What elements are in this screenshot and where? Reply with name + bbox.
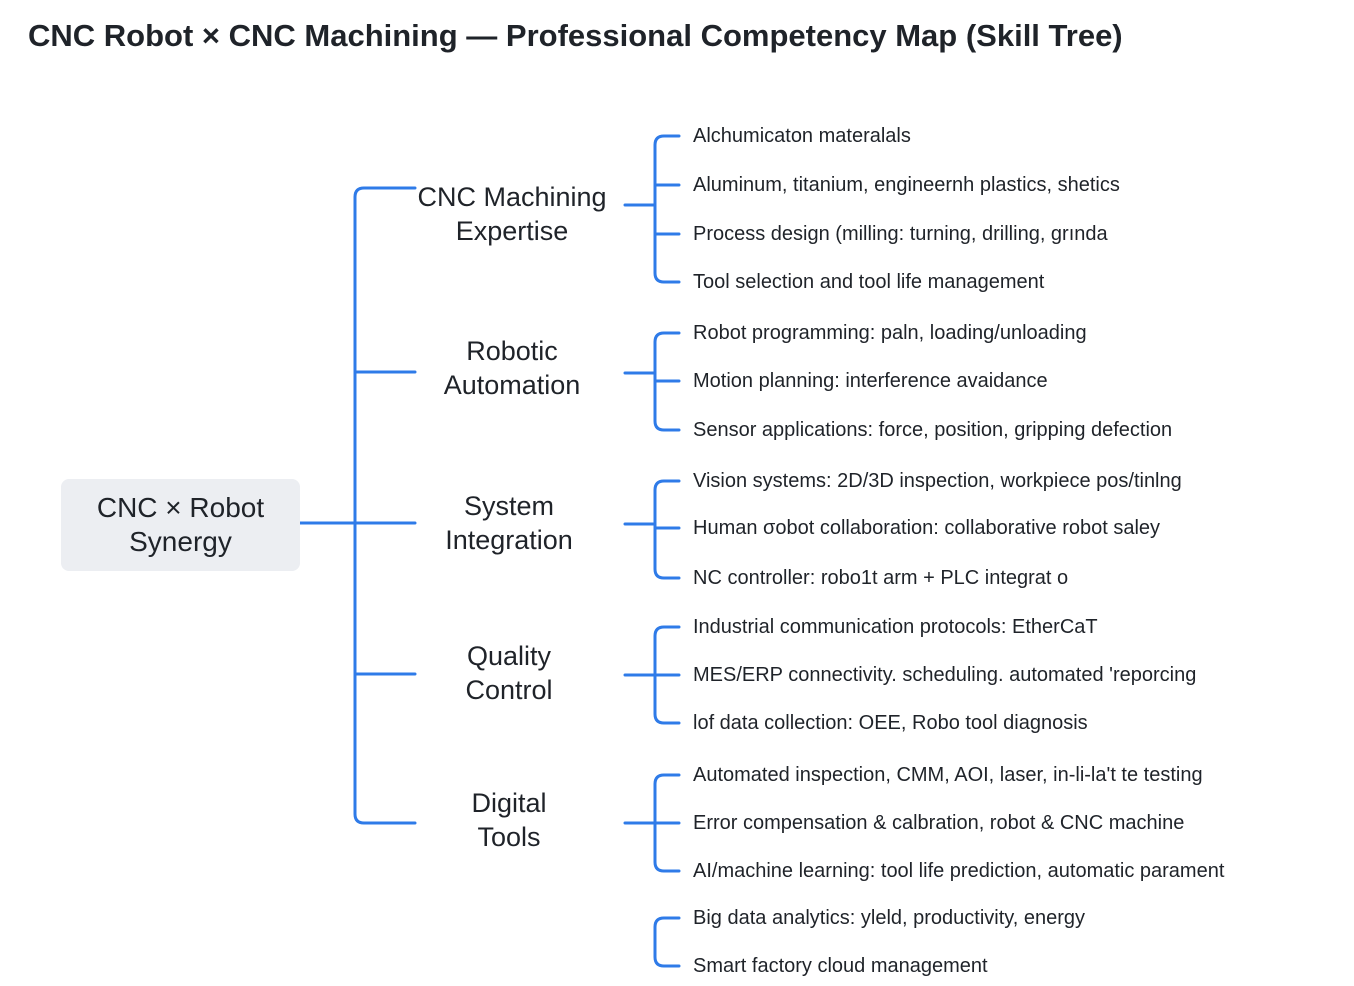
leaf-item: Aluminum, titanium, engineernh plastics,… <box>693 174 1120 196</box>
leaf-item: MES/ERP connectivity. scheduling. automa… <box>693 664 1197 686</box>
branch-label-line2: Automation <box>443 370 581 400</box>
branch-label-line1: CNC Machining <box>417 182 607 212</box>
branch-quality-control: Quality Control <box>394 639 624 707</box>
branch-label-line2: Expertise <box>455 216 569 246</box>
leaf-item: Vision systems: 2D/3D inspection, workpi… <box>693 470 1182 492</box>
branch-label-line1: Digital <box>471 788 547 818</box>
root-label-line1: CNC × Robot <box>96 492 265 523</box>
leaf-item: Process design (milling: turning, drilli… <box>693 223 1108 245</box>
branch-label-line1: Quality <box>466 641 552 671</box>
leaf-item: AI/machine learning: tool life predictio… <box>693 860 1225 882</box>
branch-label-line1: Robotic <box>466 336 558 366</box>
root-label-line2: Synergy <box>129 526 232 557</box>
leaf-item: Human σobot collaboration: collaborative… <box>693 517 1161 539</box>
branch-bracket-3 <box>623 479 681 580</box>
leaf-item: Tool selection and tool life management <box>693 271 1045 293</box>
leaf-item: Automated inspection, CMM, AOI, laser, i… <box>693 764 1203 786</box>
branch-cnc-machining-expertise: CNC Machining Expertise <box>397 180 627 248</box>
branch-bracket-2 <box>623 331 681 432</box>
leaf-item: Robot programming: paln, loading/unloadi… <box>693 322 1087 344</box>
leaf-item: lof data collection: OEE, Robo tool diag… <box>693 712 1088 734</box>
branch-robotic-automation: Robotic Automation <box>397 334 627 402</box>
leaf-item: Big data analytics: yleld, productivity,… <box>693 907 1086 929</box>
root-bracket <box>298 186 417 825</box>
branch-bracket-1 <box>623 134 681 284</box>
branch-digital-tools: Digital Tools <box>394 786 624 854</box>
branch-bracket-5 <box>623 773 681 873</box>
leaf-item: Industrial communication protocols: Ethe… <box>693 616 1098 638</box>
leaf-item: Motion planning: interference avaidance <box>693 370 1048 392</box>
branch-label-line2: Integration <box>445 525 573 555</box>
page-title: CNC Robot × CNC Machining — Professional… <box>28 18 1123 53</box>
root-node: CNC × Robot Synergy <box>61 479 300 571</box>
branch-system-integration: System Integration <box>394 489 624 557</box>
leaf-item: Smart factory cloud management <box>693 955 988 977</box>
branch-label-line1: System <box>463 491 555 521</box>
branch-label-line2: Control <box>465 675 553 705</box>
branch-bracket-4 <box>623 625 681 725</box>
leaf-item: Sensor applications: force, position, gr… <box>693 419 1173 441</box>
branch-bracket-6 <box>653 916 681 968</box>
branch-label-line2: Tools <box>477 822 541 852</box>
leaf-item: Error compensation & calbration, robot &… <box>693 812 1185 834</box>
leaf-item: Alchumicaton materalals <box>693 125 911 147</box>
leaf-item: NC controller: robo1t arm + PLC integrat… <box>693 567 1069 589</box>
